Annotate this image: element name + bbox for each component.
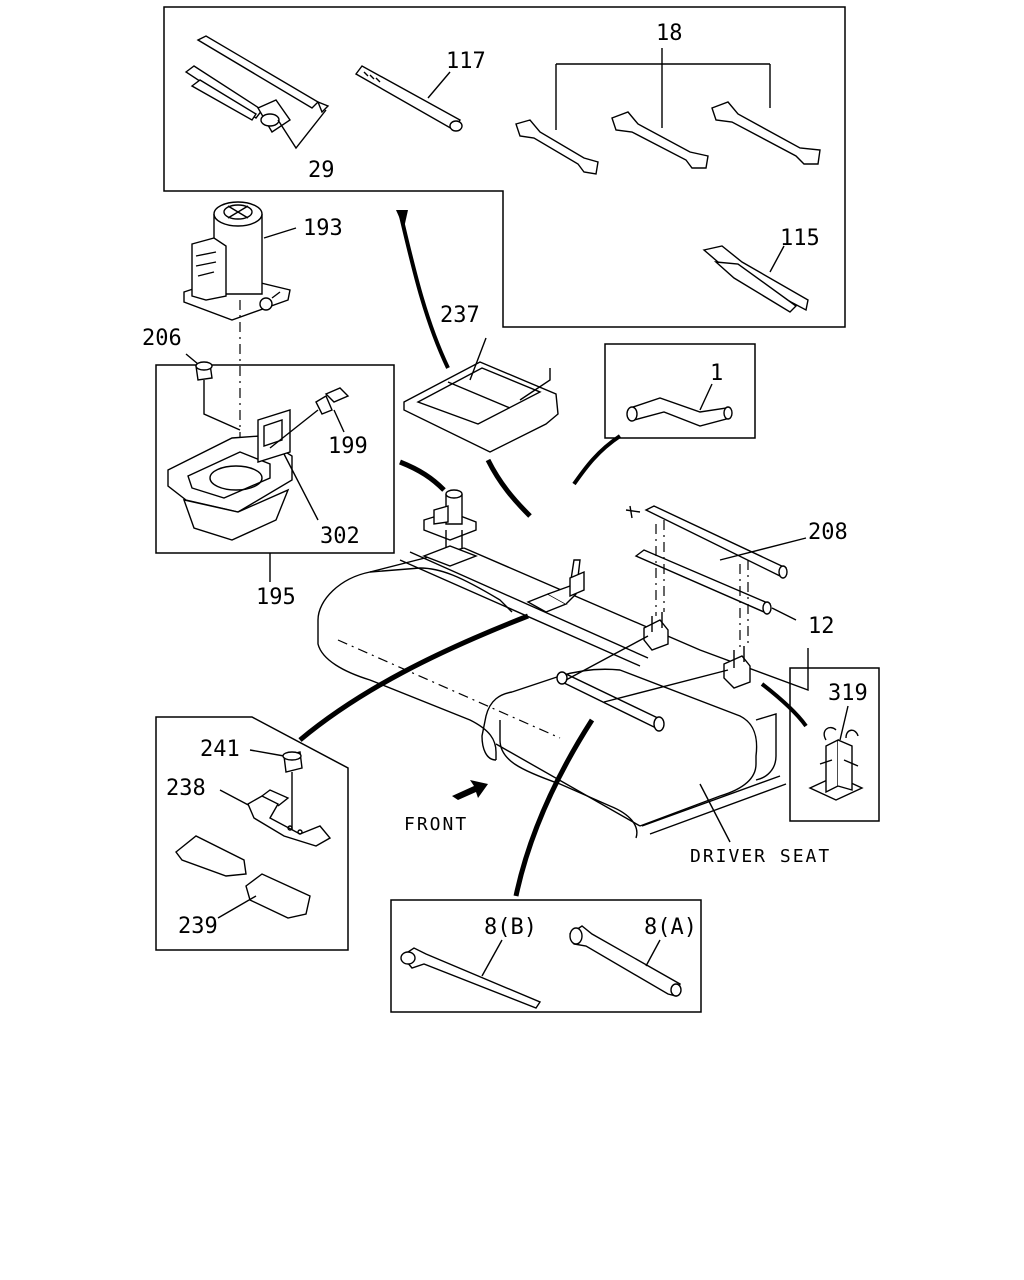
part-12-leader — [771, 607, 797, 621]
part-206-leader — [185, 353, 241, 431]
part-199-wingbolt-drawing — [269, 387, 350, 449]
pointer-handle-1 — [572, 434, 622, 486]
part-237-cover-drawing — [403, 361, 559, 453]
callout-238: 238 — [166, 776, 206, 801]
part-206-bolt-drawing — [195, 361, 213, 381]
part-18-wrench-c — [711, 101, 821, 165]
part-8b-lug-wrench-drawing — [400, 947, 542, 1009]
callout-237: 237 — [440, 303, 480, 328]
part-208-leader — [719, 537, 807, 561]
callout-241: 241 — [200, 737, 240, 762]
driver-seat-label: DRIVER SEAT — [690, 846, 831, 867]
part-241-leader — [249, 749, 285, 757]
callout-18: 18 — [656, 21, 683, 46]
callout-319: 319 — [828, 681, 868, 706]
part-29-handle-drawing — [184, 35, 330, 133]
holder-319-frame — [789, 667, 880, 822]
driver-seat-leader — [699, 783, 731, 843]
part-302-leader — [283, 453, 319, 521]
part-195-tray-drawing — [167, 409, 293, 541]
callout-117: 117 — [446, 49, 486, 74]
part-117-extension-drawing — [354, 65, 463, 132]
callout-8a: 8(A) — [644, 915, 697, 940]
holder-links — [565, 635, 729, 703]
callout-208: 208 — [808, 520, 848, 545]
part-1-handle-drawing — [626, 397, 733, 427]
pointer-wrench-8 — [513, 718, 595, 897]
holder-right-drawing — [723, 560, 751, 689]
part-29-leader — [277, 109, 327, 150]
base-bracket-drawing — [526, 559, 585, 613]
bracket-frame — [155, 716, 349, 951]
handle-frame — [604, 343, 756, 439]
callout-195: 195 — [256, 585, 296, 610]
part-117-leader — [427, 71, 451, 99]
part-199-leader — [333, 409, 345, 433]
part-319-leader — [839, 705, 849, 741]
front-label: FRONT — [404, 814, 468, 835]
pointer-bracket-238 — [298, 613, 529, 742]
part-237-leader — [469, 337, 487, 381]
callout-193: 193 — [303, 216, 343, 241]
part-18-wrench-b — [611, 111, 709, 169]
pointer-cover — [485, 458, 532, 518]
pointer-jack — [399, 459, 446, 492]
part-241-bolt-drawing — [282, 751, 303, 830]
part-8b-leader — [481, 939, 503, 977]
pointer-holder-319 — [760, 682, 808, 728]
part-8a-extension-drawing — [569, 925, 682, 997]
part-239-strap-drawing — [175, 835, 311, 919]
callout-1: 1 — [710, 361, 723, 386]
part-239-leader — [217, 895, 257, 919]
wrench-8-frame — [390, 899, 702, 1013]
part-193-jack-drawing — [183, 201, 291, 321]
callout-8b: 8(B) — [484, 915, 537, 940]
part-193-leader — [263, 227, 297, 239]
part-115-leader — [769, 245, 785, 273]
callout-302: 302 — [320, 524, 360, 549]
holder-left-drawing — [643, 520, 669, 651]
part-115-pliers-drawing — [702, 245, 809, 313]
base-jack-drawing — [422, 489, 478, 567]
pointer-top-tools — [398, 211, 450, 369]
callout-115: 115 — [780, 226, 820, 251]
part-18-wrench-a — [515, 119, 599, 175]
callout-12: 12 — [808, 614, 835, 639]
part-238-bracket-drawing — [247, 789, 332, 847]
tray-frame — [155, 364, 395, 554]
callout-206: 206 — [142, 326, 182, 351]
callout-239: 239 — [178, 914, 218, 939]
callout-199: 199 — [328, 434, 368, 459]
part-8a-leader — [645, 939, 661, 967]
front-arrow-icon — [452, 780, 488, 800]
part-1-leader — [699, 383, 713, 411]
tools-frame — [163, 6, 846, 328]
callout-29: 29 — [308, 158, 335, 183]
part-18-bracket — [555, 48, 771, 130]
part-208-rod-drawing — [625, 505, 788, 579]
part-12-rod-drawing — [634, 549, 772, 615]
part-319-holder-drawing — [808, 726, 864, 801]
